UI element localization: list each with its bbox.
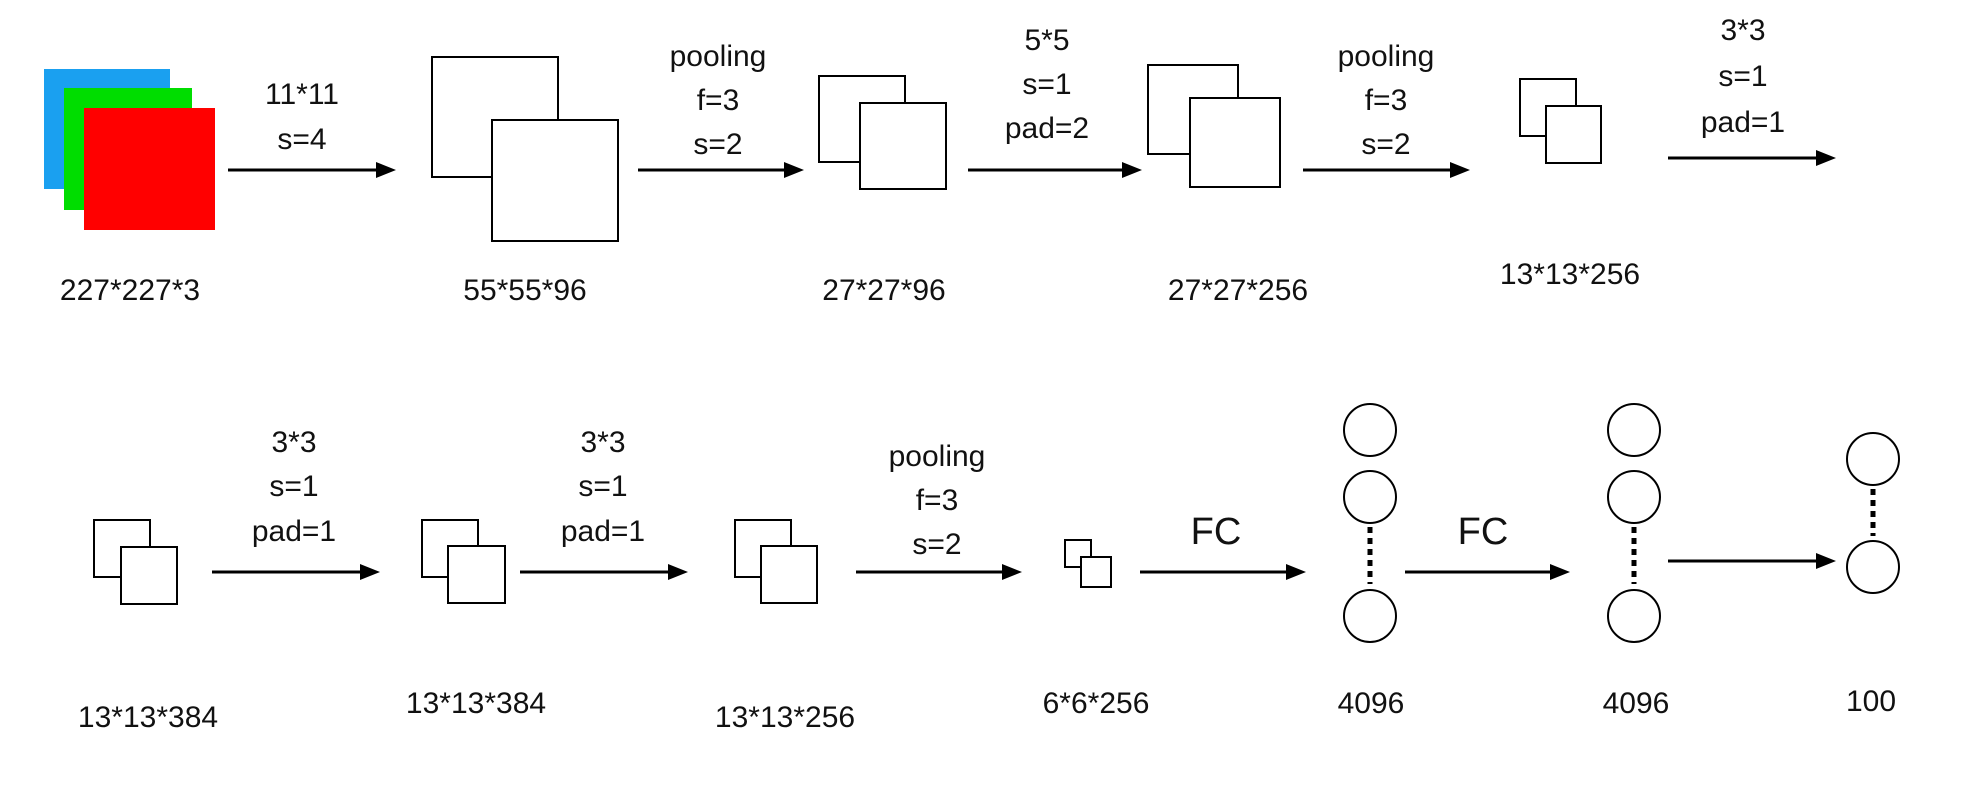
conv1-volume [431, 56, 619, 242]
pool1-stride-label: s=2 [693, 128, 742, 161]
conv4-size-label: 13*13*384 [406, 687, 546, 720]
pool3-filter-label: f=3 [916, 484, 959, 517]
output-size-label: 100 [1846, 685, 1896, 718]
pool2-size-label: 13*13*256 [1500, 258, 1640, 291]
pool1-volume [818, 75, 947, 190]
pool2-filter-label: f=3 [1365, 84, 1408, 117]
pool2-volume [1519, 78, 1602, 164]
conv5-stride-label: s=1 [578, 470, 627, 503]
pool1-filter-label: f=3 [697, 84, 740, 117]
pool2-arrow [1303, 162, 1470, 178]
fc2-label: FC [1458, 511, 1509, 553]
conv3-stride-label: s=1 [1718, 60, 1767, 93]
conv2-pad-label: pad=2 [1005, 112, 1089, 145]
fc2-neurons [1607, 403, 1661, 643]
conv3-pad-label: pad=1 [1701, 106, 1785, 139]
neuron [1343, 403, 1397, 457]
conv4-arrow [212, 564, 380, 580]
conv1-arrow [228, 162, 396, 178]
conv4-stride-label: s=1 [269, 470, 318, 503]
conv1-stride-label: s=4 [277, 123, 326, 156]
conv5-pad-label: pad=1 [561, 515, 645, 548]
conv1-kernel-label: 11*11 [265, 78, 339, 111]
conv3-arrow [1668, 150, 1836, 166]
conv3-size-label: 13*13*384 [78, 701, 218, 734]
fc1-neurons [1343, 403, 1397, 643]
pool1-arrow [638, 162, 804, 178]
fc1-label: FC [1191, 511, 1242, 553]
pool3-stride-label: s=2 [912, 528, 961, 561]
conv2-volume [1147, 64, 1281, 188]
pool3-size-label: 6*6*256 [1043, 687, 1150, 720]
fc2-size-label: 4096 [1603, 687, 1670, 720]
conv2-size-label: 27*27*256 [1168, 274, 1308, 307]
conv5-volume [734, 519, 818, 604]
conv4-volume [421, 519, 506, 604]
pool2-op-label: pooling [1338, 40, 1435, 73]
neuron [1846, 540, 1900, 594]
conv2-stride-label: s=1 [1022, 68, 1071, 101]
conv5-kernel-label: 3*3 [580, 426, 625, 459]
conv4-pad-label: pad=1 [252, 515, 336, 548]
neuron [1607, 589, 1661, 643]
conv2-arrow [968, 162, 1142, 178]
fc2-arrow [1405, 564, 1570, 580]
fc1-arrow [1140, 564, 1306, 580]
red-channel [84, 108, 215, 230]
pool1-op-label: pooling [670, 40, 767, 73]
pool3-volume [1064, 539, 1112, 588]
conv4-kernel-label: 3*3 [271, 426, 316, 459]
input-size-label: 227*227*3 [60, 274, 200, 307]
neuron [1607, 403, 1661, 457]
pool1-size-label: 27*27*96 [822, 274, 945, 307]
neuron [1846, 432, 1900, 486]
neuron [1607, 470, 1661, 524]
pool3-arrow [856, 564, 1022, 580]
conv5-size-label: 13*13*256 [715, 701, 855, 734]
conv1-size-label: 55*55*96 [463, 274, 586, 307]
neuron [1343, 589, 1397, 643]
conv2-kernel-label: 5*5 [1024, 24, 1069, 57]
output-arrow [1668, 553, 1836, 569]
conv5-arrow [520, 564, 688, 580]
input-volume [44, 69, 215, 230]
output-neurons [1846, 432, 1900, 594]
conv3-kernel-label: 3*3 [1720, 14, 1765, 47]
conv3-volume [93, 519, 178, 605]
pool2-stride-label: s=2 [1361, 128, 1410, 161]
neuron [1343, 470, 1397, 524]
fc1-size-label: 4096 [1338, 687, 1405, 720]
pool3-op-label: pooling [889, 440, 986, 473]
